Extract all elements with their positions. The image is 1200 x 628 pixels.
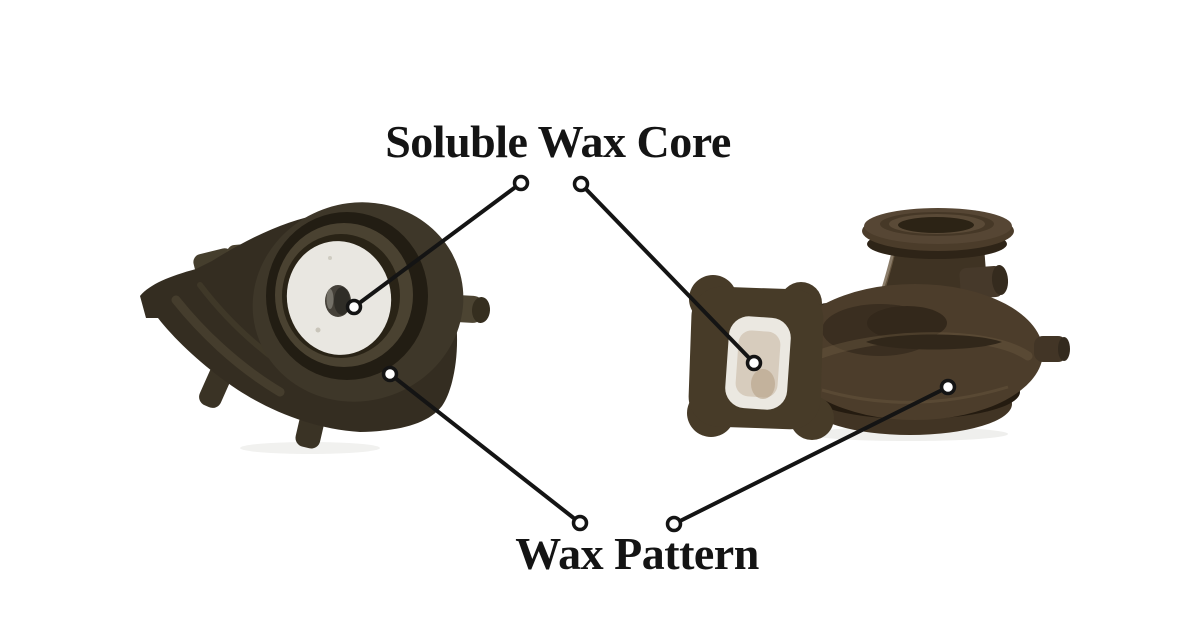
callout-label-dot-right-pattern-core xyxy=(572,175,590,193)
left-pattern-highlight xyxy=(171,295,285,397)
callout-target-dot-left-pattern-body xyxy=(381,365,399,383)
right-pattern-neck-base xyxy=(866,334,1002,350)
left-pattern-stub-cap xyxy=(471,297,491,323)
callout-line-right-pattern-body xyxy=(673,385,949,526)
callout-line-right-pattern-core xyxy=(579,182,756,365)
right-pattern-top-flange-hole xyxy=(898,217,974,233)
core-speckle xyxy=(328,256,332,260)
right-pattern-torus-hole xyxy=(867,306,947,340)
right-pattern-flange xyxy=(687,275,834,440)
core-smudge xyxy=(751,369,775,399)
core-speckle xyxy=(315,327,321,333)
callout-target-dot-right-pattern-body xyxy=(939,378,957,396)
right-pattern-neck-stub-cap xyxy=(991,265,1009,295)
left-pattern-core-hole-highlight xyxy=(326,289,334,309)
right-wax-pattern-illustration xyxy=(687,208,1070,440)
callout-target-dot-left-pattern-core xyxy=(345,298,363,316)
label-soluble-wax-core: Soluble Wax Core xyxy=(385,116,731,167)
right-pattern-side-stub xyxy=(1034,336,1067,362)
callout-layer xyxy=(345,174,957,533)
callout-line-left-pattern-body xyxy=(388,372,582,525)
callout-label-dot-left-pattern-core xyxy=(512,174,530,192)
label-wax-pattern: Wax Pattern xyxy=(515,528,759,579)
callout-line-left-pattern-core xyxy=(352,181,523,309)
left-wax-pattern-illustration xyxy=(140,202,491,449)
callout-label-dot-left-pattern-body xyxy=(571,514,589,532)
callout-label-dot-right-pattern-body xyxy=(665,515,683,533)
right-pattern-side-stub-cap xyxy=(1058,337,1070,361)
callout-target-dot-right-pattern-core xyxy=(745,354,763,372)
